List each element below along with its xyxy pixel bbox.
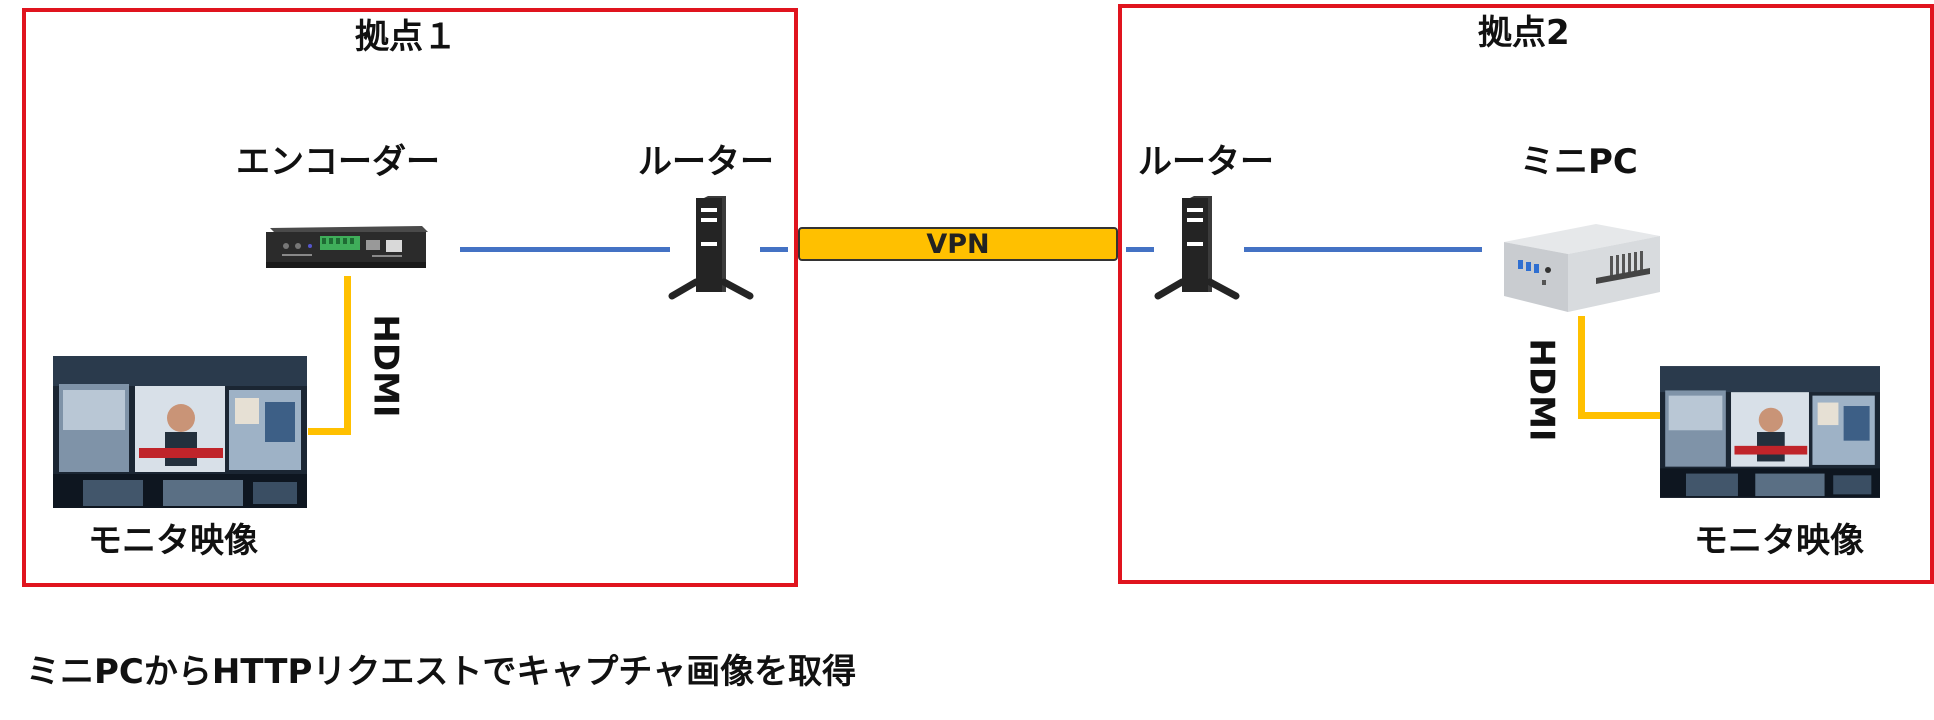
vpn-router2-line: [1126, 247, 1154, 252]
site1-router-icon: [668, 196, 754, 300]
site1-router-label: ルーター: [638, 142, 774, 182]
site1-monitor-image: [53, 356, 307, 508]
encoder-device-icon: [266, 226, 428, 268]
site2-title: 拠点2: [1478, 13, 1570, 53]
vpn-tunnel: VPN: [798, 227, 1118, 261]
site1-hdmi-horizontal: [308, 428, 351, 435]
vpn-label: VPN: [926, 228, 990, 260]
site1-title: 拠点１: [355, 17, 457, 57]
minipc-label: ミニPC: [1520, 142, 1638, 182]
diagram-caption: ミニPCからHTTPリクエストでキャプチャ画像を取得: [26, 652, 857, 692]
site2-router-icon: [1154, 196, 1240, 300]
minipc-device-icon: [1504, 224, 1660, 312]
site1-monitor-label: モニタ映像: [88, 521, 258, 561]
site1-hdmi-vertical: [344, 276, 351, 434]
site1-box: [22, 8, 798, 587]
site2-hdmi-vertical: [1578, 316, 1585, 418]
site1-hdmi-label: HDMI: [365, 314, 406, 418]
site2-hdmi-horizontal: [1578, 412, 1660, 419]
router2-minipc-line: [1244, 247, 1482, 252]
site2-monitor-label: モニタ映像: [1694, 521, 1864, 561]
router1-vpn-line: [760, 247, 788, 252]
encoder-label: エンコーダー: [236, 142, 440, 182]
site2-hdmi-label: HDMI: [1521, 338, 1562, 442]
encoder-router-line: [460, 247, 670, 252]
site2-box: [1118, 4, 1934, 584]
site2-monitor-image: [1660, 366, 1880, 498]
site2-router-label: ルーター: [1138, 142, 1274, 182]
